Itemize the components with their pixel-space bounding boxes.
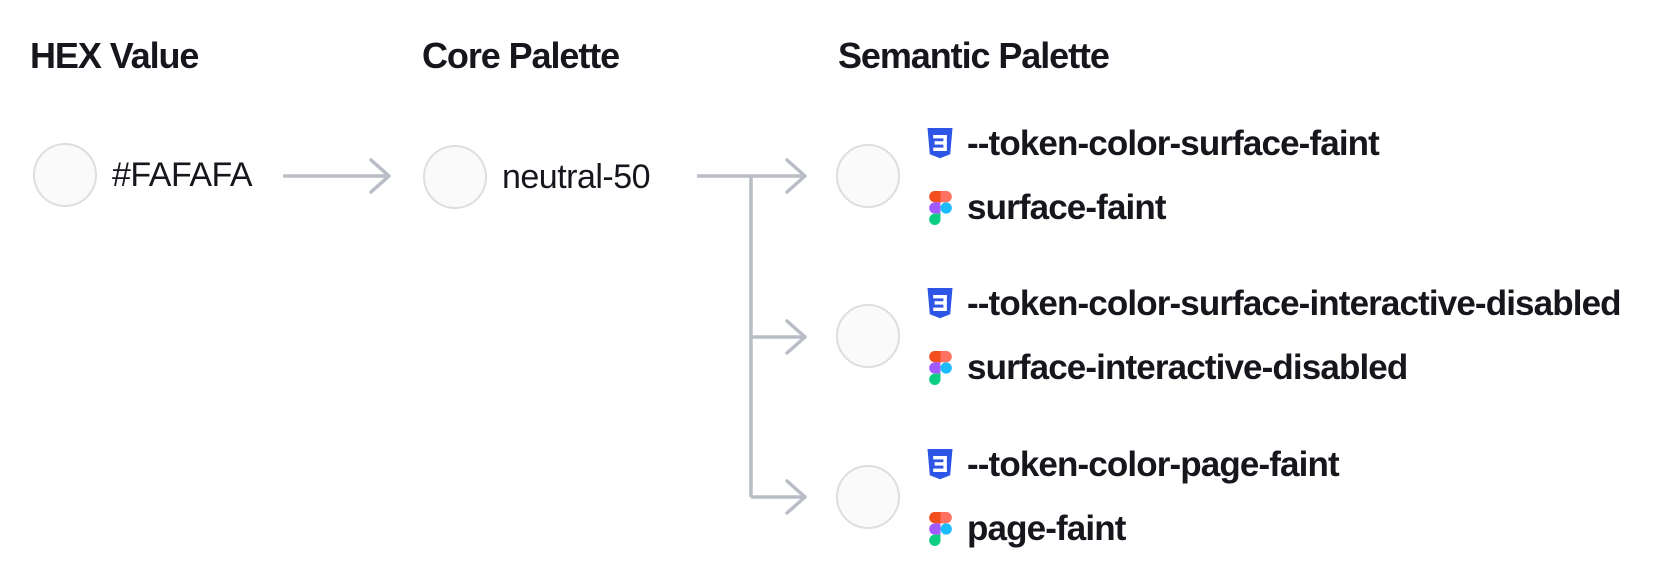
figma-name-row: page-faint xyxy=(925,509,1339,548)
css-token-row: --token-color-page-faint xyxy=(925,445,1340,484)
color-swatch xyxy=(33,143,97,207)
figma-name-label: surface-interactive-disabled xyxy=(967,348,1408,387)
semantic-entry: --token-color-surface-faint surface-fain… xyxy=(836,124,1380,227)
figma-name-row: surface-faint xyxy=(925,188,1379,227)
hex-value-node: #FAFAFA xyxy=(33,143,253,207)
color-swatch xyxy=(423,145,487,209)
figma-name-row: surface-interactive-disabled xyxy=(925,348,1621,387)
css-token-label: --token-color-page-faint xyxy=(967,445,1340,484)
core-palette-node: neutral-50 xyxy=(423,145,651,209)
core-palette-heading: Core Palette xyxy=(422,35,620,76)
figma-logo-icon xyxy=(925,191,955,225)
figma-name-label: page-faint xyxy=(967,509,1126,548)
hex-value-label: #FAFAFA xyxy=(112,155,253,194)
css-token-label: --token-color-surface-faint xyxy=(967,124,1380,163)
core-palette-label: neutral-50 xyxy=(502,157,651,196)
css-token-row: --token-color-surface-interactive-disabl… xyxy=(925,284,1622,323)
semantic-entry: --token-color-surface-interactive-disabl… xyxy=(836,284,1622,387)
figma-logo-icon xyxy=(925,512,955,546)
figma-logo-icon xyxy=(925,351,955,385)
color-swatch xyxy=(836,465,900,529)
css-token-row: --token-color-surface-faint xyxy=(925,124,1380,163)
css-token-label: --token-color-surface-interactive-disabl… xyxy=(967,284,1622,323)
css3-badge-icon xyxy=(925,449,955,481)
css3-badge-icon xyxy=(925,128,955,160)
semantic-palette-heading: Semantic Palette xyxy=(838,35,1110,76)
figma-name-label: surface-faint xyxy=(967,188,1167,227)
css3-badge-icon xyxy=(925,288,955,320)
color-swatch xyxy=(836,304,900,368)
semantic-entry: --token-color-page-faint page-faint xyxy=(836,445,1340,548)
color-swatch xyxy=(836,144,900,208)
hex-value-heading: HEX Value xyxy=(30,35,199,76)
